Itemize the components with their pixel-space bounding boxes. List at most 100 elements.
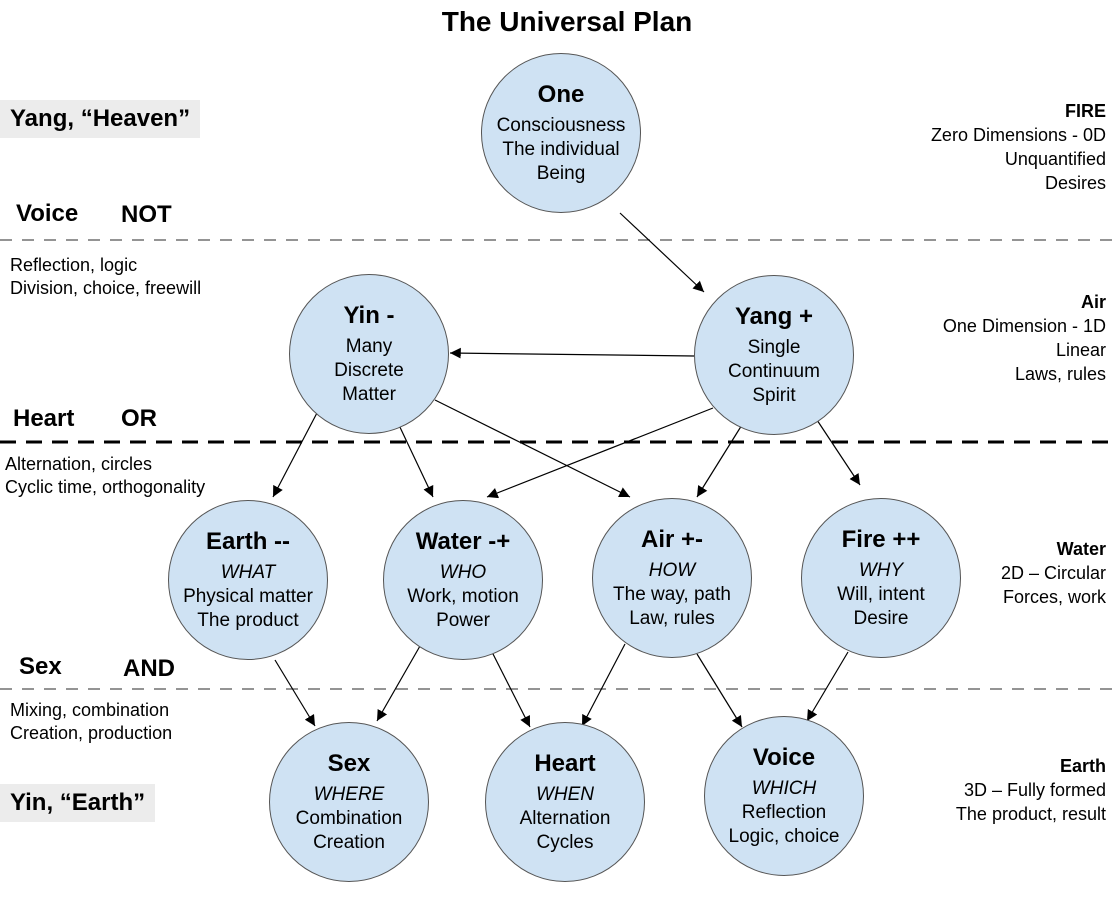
node-sex-title: Sex <box>327 750 371 777</box>
node-air-question: HOW <box>648 560 696 581</box>
node-heart-title: Heart <box>534 750 596 777</box>
air-side-line-3: Laws, rules <box>1014 364 1106 384</box>
arrow-fire-voice <box>806 651 849 722</box>
node-yang-line-2: Continuum <box>728 361 820 382</box>
node-yin-title: Yin - <box>343 302 395 329</box>
earth-side-line-1: 3D – Fully formed <box>963 780 1106 800</box>
mixing-note-line-2: Creation, production <box>10 723 173 743</box>
node-water-question: WHO <box>439 562 487 583</box>
sex-label: Sex <box>19 653 62 680</box>
node-water-title: Water -+ <box>415 528 511 555</box>
not-label: NOT <box>121 201 172 228</box>
node-one-line-2: The individual <box>502 139 620 160</box>
node-fire: Fire ++ WHY Will, intent Desire <box>801 498 961 658</box>
node-air: Air +- HOW The way, path Law, rules <box>592 498 752 658</box>
node-yin: Yin - Many Discrete Matter <box>289 274 449 434</box>
yang-heaven-tag: Yang, “Heaven” <box>0 100 201 138</box>
air-side-heading: Air <box>1080 292 1106 312</box>
reflection-note-line-1: Reflection, logic <box>10 255 138 275</box>
fire-side-line-1: Zero Dimensions - 0D <box>930 125 1106 145</box>
node-voice-line-2: Logic, choice <box>728 826 840 847</box>
node-air-line-2: Law, rules <box>629 608 715 629</box>
node-one-title: One <box>537 81 585 108</box>
alternation-note: Alternation, circles Cyclic time, orthog… <box>5 453 205 499</box>
arrow-earth-sex <box>274 659 316 727</box>
reflection-note-line-2: Division, choice, freewill <box>10 278 202 298</box>
arrow-yin-water <box>397 422 434 498</box>
alternation-note-line-2: Cyclic time, orthogonality <box>5 477 206 497</box>
and-label: AND <box>123 655 175 682</box>
node-one: One Consciousness The individual Being <box>481 53 641 213</box>
arrow-water-heart <box>491 651 531 728</box>
node-yin-line-2: Discrete <box>334 360 404 381</box>
node-heart-line-2: Cycles <box>536 832 594 853</box>
diagram-title: The Universal Plan <box>441 6 693 37</box>
node-fire-line-2: Desire <box>853 608 909 629</box>
arrow-yang-air <box>696 419 746 498</box>
node-one-line-1: Consciousness <box>496 115 626 136</box>
node-water: Water -+ WHO Work, motion Power <box>383 500 543 660</box>
air-side-note: Air One Dimension - 1D Linear Laws, rule… <box>943 290 1106 386</box>
node-air-title: Air +- <box>640 526 703 553</box>
air-side-line-1: One Dimension - 1D <box>942 316 1106 336</box>
water-side-line-1: 2D – Circular <box>1000 563 1106 583</box>
node-yin-line-3: Matter <box>342 384 396 405</box>
node-fire-question: WHY <box>858 560 904 581</box>
fire-side-note: FIRE Zero Dimensions - 0D Unquantified D… <box>931 99 1106 195</box>
node-air-line-1: The way, path <box>613 584 731 605</box>
water-side-note: Water 2D – Circular Forces, work <box>1001 537 1106 609</box>
arrow-one-yang <box>619 212 705 293</box>
fire-side-line-2: Unquantified <box>1004 149 1106 169</box>
node-water-line-2: Power <box>436 610 490 631</box>
yin-earth-tag: Yin, “Earth” <box>0 784 156 822</box>
or-label: OR <box>121 405 157 432</box>
arrow-air-heart <box>581 643 626 727</box>
node-earth-question: WHAT <box>220 562 276 583</box>
node-voice-title: Voice <box>752 744 816 771</box>
node-heart-question: WHEN <box>535 784 595 805</box>
node-sex-line-2: Creation <box>313 832 385 853</box>
arrow-air-voice <box>696 653 743 728</box>
node-yin-line-1: Many <box>345 336 393 357</box>
node-fire-title: Fire ++ <box>841 526 921 553</box>
node-voice: Voice WHICH Reflection Logic, choice <box>704 716 864 876</box>
air-side-line-2: Linear <box>1055 340 1106 360</box>
node-yang-title: Yang + <box>734 303 814 330</box>
node-yang: Yang + Single Continuum Spirit <box>694 275 854 435</box>
node-one-line-3: Being <box>536 163 586 184</box>
water-side-heading: Water <box>1056 539 1106 559</box>
node-sex-question: WHERE <box>313 784 385 805</box>
node-earth: Earth -- WHAT Physical matter The produc… <box>168 500 328 660</box>
earth-side-note: Earth 3D – Fully formed The product, res… <box>956 754 1106 826</box>
mixing-note: Mixing, combination Creation, production <box>10 699 172 745</box>
mixing-note-line-1: Mixing, combination <box>10 700 170 720</box>
arrow-yang-yin <box>449 347 695 359</box>
node-sex: Sex WHERE Combination Creation <box>269 722 429 882</box>
arrow-yang-fire <box>816 419 861 486</box>
arrow-yang-water <box>486 407 714 499</box>
water-side-line-2: Forces, work <box>1002 587 1106 607</box>
reflection-note: Reflection, logic Division, choice, free… <box>10 254 201 300</box>
node-water-line-1: Work, motion <box>407 586 519 607</box>
node-earth-line-2: The product <box>197 610 299 631</box>
earth-side-line-2: The product, result <box>955 804 1106 824</box>
node-earth-title: Earth -- <box>206 528 290 555</box>
voice-label: Voice <box>16 200 79 227</box>
node-yang-line-3: Spirit <box>752 385 796 406</box>
node-voice-question: WHICH <box>751 778 817 799</box>
fire-side-line-3: Desires <box>1044 173 1106 193</box>
node-heart-line-1: Alternation <box>519 808 611 829</box>
node-voice-line-1: Reflection <box>741 802 827 823</box>
alternation-note-line-1: Alternation, circles <box>5 454 153 474</box>
fire-side-heading: FIRE <box>1064 101 1106 121</box>
node-earth-line-1: Physical matter <box>183 586 313 607</box>
arrow-yin-earth <box>272 410 319 498</box>
node-sex-line-1: Combination <box>295 808 403 829</box>
arrow-water-sex <box>376 645 421 722</box>
node-yang-line-1: Single <box>747 337 801 358</box>
node-fire-line-1: Will, intent <box>837 584 925 605</box>
arrow-yin-air <box>434 399 631 498</box>
earth-side-heading: Earth <box>1059 756 1106 776</box>
node-heart: Heart WHEN Alternation Cycles <box>485 722 645 882</box>
